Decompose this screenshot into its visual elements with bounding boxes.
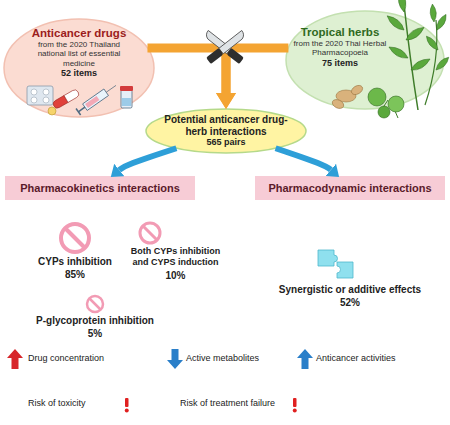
effect-label: Drug concentration [28, 353, 158, 364]
merge-arrow [147, 48, 226, 93]
interaction-type: Both CYPs inhibition and CYPS induction [128, 246, 223, 268]
percentage: 85% [20, 269, 130, 281]
ellipse-shape [286, 11, 444, 109]
node-heading: Anticancer drugs [32, 27, 127, 40]
medicine-illustration [27, 82, 133, 115]
merge-arrow [226, 48, 288, 93]
ellipse-shape [4, 19, 154, 117]
source-ellipse: Tropical herbsfrom the 2020 Thai Herbal … [285, 10, 445, 110]
source-ellipse: Anticancer drugsfrom the 2020 Thailand n… [3, 18, 155, 118]
node-heading: Pharmacokinetics interactions [20, 182, 180, 195]
risk-label: Risk of toxicity [28, 398, 123, 409]
percentage: 52% [255, 297, 445, 309]
node-text: 75 items [322, 58, 358, 68]
result-ellipse: Potential anticancer drug-herb interacti… [145, 108, 307, 154]
warning-mark [125, 398, 297, 413]
ellipse-outline [285, 10, 445, 110]
node-heading: Tropical herbs [301, 26, 380, 39]
ellipse-shape [146, 109, 306, 153]
crossed-knives-icon [204, 30, 247, 64]
node-text: 52 items [61, 68, 97, 78]
branch-arrow [276, 148, 331, 170]
category-band: Pharmacodynamic interactions [255, 176, 445, 200]
effect-label: Anticancer activities [316, 353, 446, 364]
node-heading: Potential anticancer drug-herb interacti… [162, 114, 290, 137]
interaction-type: CYPs inhibition [20, 256, 130, 268]
herb-illustration [331, 0, 450, 118]
percentage: 5% [20, 328, 170, 340]
puzzle-icon [318, 250, 353, 278]
effect-label: Active metabolites [186, 353, 296, 364]
risk-label: Risk of treatment failure [180, 398, 292, 409]
node-heading: Pharmacodynamic interactions [268, 182, 431, 195]
percentage: 10% [128, 270, 223, 282]
node-text: 565 pairs [206, 137, 245, 147]
interaction-type: Synergistic or additive effects [255, 284, 445, 296]
node-text: from the 2020 Thailand national list of … [23, 40, 135, 68]
interaction-type: P-glycoprotein inhibition [20, 315, 170, 327]
inhibition-icon [61, 223, 160, 312]
effect-arrow [7, 349, 313, 369]
branch-arrow [119, 148, 176, 170]
node-text: from the 2020 Thai Herbal Pharmacopoeia [292, 39, 388, 57]
category-band: Pharmacokinetics interactions [5, 176, 195, 200]
